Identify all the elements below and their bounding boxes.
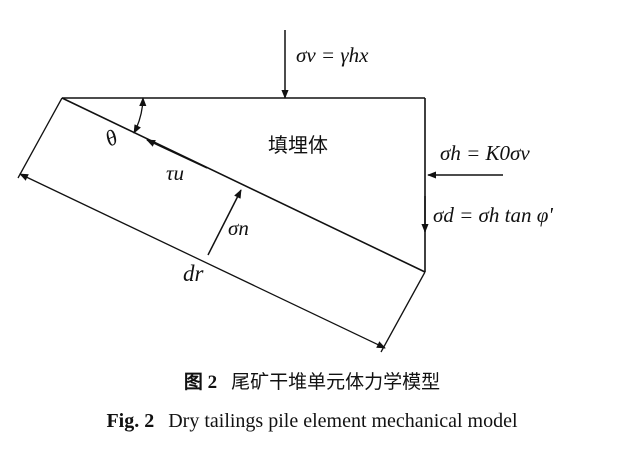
extension-line-right xyxy=(380,271,426,353)
slip-surface xyxy=(61,97,426,273)
extension-line-left xyxy=(17,97,63,179)
dr-label: dr xyxy=(183,261,205,286)
caption-cn-text: 尾矿干堆单元体力学模型 xyxy=(231,371,441,393)
caption-chinese: 图 2 尾矿干堆单元体力学模型 xyxy=(0,367,624,394)
caption-en-text: Dry tailings pile element mechanical mod… xyxy=(168,410,518,432)
tau-u-label: τu xyxy=(166,161,184,185)
theta-arc xyxy=(133,97,147,134)
dimension-dr xyxy=(17,97,426,353)
sigma-h-label: σh = K0σv xyxy=(440,141,530,165)
force-arrows xyxy=(146,30,503,256)
tau-u-arrow xyxy=(146,139,208,169)
sigma-d-label: σd = σh tan φ' xyxy=(433,203,553,227)
dimension-line xyxy=(19,173,386,349)
theta-label: θ xyxy=(101,124,122,151)
caption-cn-figure-number: 图 2 xyxy=(183,372,218,393)
sigma-n-label: σn xyxy=(228,216,249,240)
fill-body-label: 填埋体 xyxy=(268,133,328,157)
mechanical-model-diagram: σv = γhx 填埋体 σh = K0σv σd = σh tan φ' θ … xyxy=(17,30,553,353)
caption-english: Fig. 2 Dry tailings pile element mechanic… xyxy=(0,410,624,433)
caption-en-figure-number: Fig. 2 xyxy=(106,410,155,432)
element-outline xyxy=(61,97,426,273)
sigma-n-arrow xyxy=(207,189,242,256)
sigma-v-label: σv = γhx xyxy=(296,43,369,67)
